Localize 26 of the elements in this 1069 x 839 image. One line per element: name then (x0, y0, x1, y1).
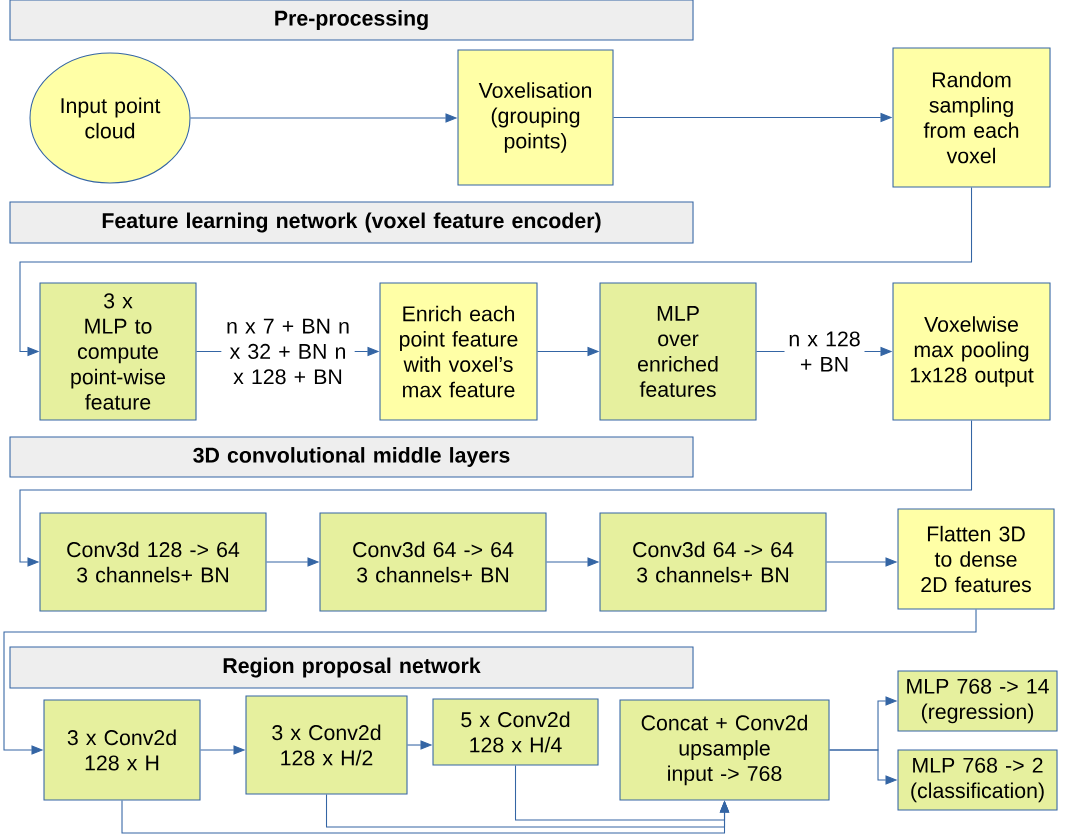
section-header: 3D convolutional middle layers (9, 436, 694, 478)
edge-label: n x 7 + BN n x 32 + BN n x 128 + BN (221, 317, 355, 386)
section-header: Region proposal network (9, 646, 694, 689)
process-box: Enrich each point feature with voxel’s max feature (379, 282, 538, 421)
section-header: Pre-processing (9, 0, 694, 41)
arrow (19, 187, 973, 357)
process-box: Conv3d 64 -> 64 3 channels+ BN (319, 512, 547, 612)
process-box: 3 x Conv2d 128 x H/2 (245, 695, 408, 795)
process-box: 3 x MLP to compute point-wise feature (39, 282, 197, 421)
process-box: 3 x Conv2d 128 x H (43, 699, 201, 801)
process-box: 5 x Conv2d 128 x H/4 (432, 698, 599, 766)
process-box: MLP 768 -> 2 (classification) (897, 749, 1058, 811)
section-header: Feature learning network (voxel feature encoder) (9, 201, 694, 244)
process-box: Conv3d 128 -> 64 3 channels+ BN (39, 512, 267, 612)
process-box: Flatten 3D to dense 2D features (897, 508, 1055, 610)
process-box: Voxelisation (grouping points) (457, 49, 614, 186)
process-box: Voxelwise max pooling 1x128 output (892, 282, 1051, 421)
process-box: MLP over enriched features (599, 282, 757, 421)
process-box: Conv3d 64 -> 64 3 channels+ BN (599, 512, 827, 612)
process-box: Random sampling from each voxel (892, 47, 1051, 188)
process-box: MLP 768 -> 14 (regression) (897, 670, 1058, 732)
arrow (3, 609, 977, 755)
process-box: Concat + Conv2d upsample input -> 768 (619, 699, 830, 801)
arrow (514, 765, 730, 821)
edge-label: n x 128 + BN (784, 330, 865, 373)
arrow (19, 420, 973, 567)
